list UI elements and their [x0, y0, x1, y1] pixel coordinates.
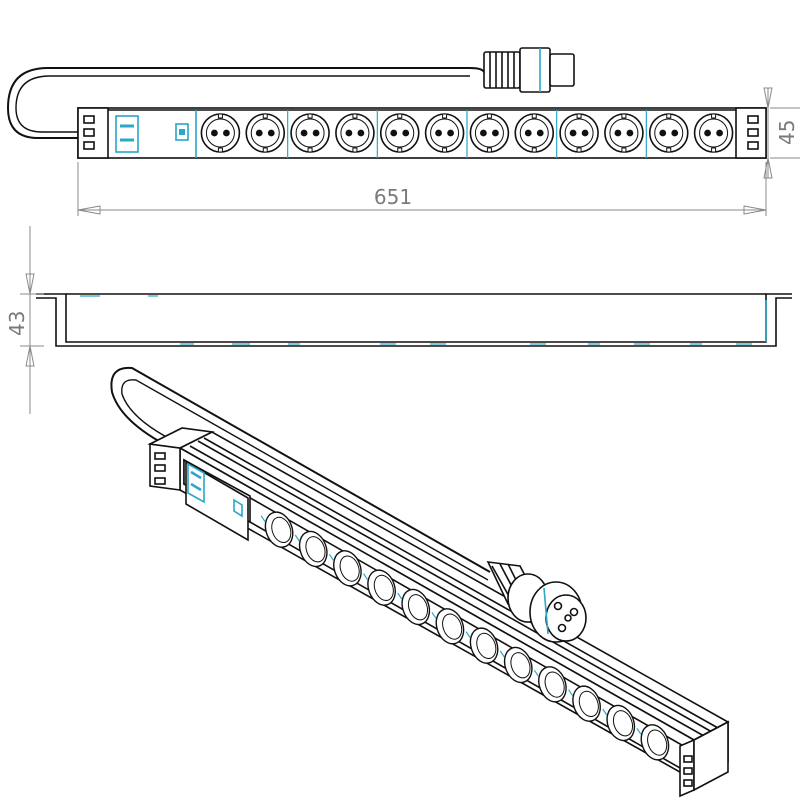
schuko-socket-icon: [376, 110, 420, 158]
schuko-socket-icon-iso: [499, 646, 533, 684]
schuko-socket-icon: [693, 113, 734, 153]
depth-dimension-label: 43: [5, 311, 29, 336]
schuko-socket-icon-iso: [294, 530, 328, 568]
schuko-socket-icon: [604, 113, 644, 153]
mounting-holes-right-iso: [683, 755, 693, 787]
breaker-switch-icon-iso: [187, 462, 205, 504]
schuko-socket-icon: [335, 113, 375, 153]
mounting-holes-left: [83, 115, 95, 150]
schuko-socket-icon-iso: [465, 627, 499, 664]
cee-plug-icon: [483, 47, 575, 93]
schuko-socket-icon-iso: [533, 666, 567, 703]
power-indicator-icon-iso: [233, 498, 243, 518]
schuko-socket-icon: [424, 113, 465, 153]
schuko-socket-icon: [466, 110, 510, 158]
schuko-socket-icon: [514, 113, 555, 153]
mounting-holes-left-iso: [154, 452, 166, 485]
dimension-depth: [20, 226, 44, 414]
power-indicator-icon: [175, 123, 189, 141]
power-cable: [6, 67, 485, 139]
schuko-socket-icon-iso: [363, 569, 396, 606]
schuko-socket-icon-iso: [568, 685, 601, 722]
top-view: [36, 293, 792, 347]
width-dimension-label: 651: [374, 185, 412, 209]
schuko-socket-icon-iso: [328, 550, 362, 587]
schuko-socket-icon: [200, 113, 241, 153]
schuko-socket-icon-iso: [602, 704, 636, 742]
schuko-socket-icon: [645, 110, 689, 158]
power-cable-iso: [110, 366, 491, 573]
front-view: [6, 47, 767, 159]
schuko-socket-icon: [556, 110, 599, 158]
dimension-width: [77, 162, 767, 216]
height-dimension-label: 45: [775, 120, 799, 145]
breaker-switch-icon: [115, 115, 139, 153]
schuko-socket-icon-iso: [431, 608, 465, 645]
schuko-socket-icon-iso: [397, 588, 431, 626]
isometric-view: [110, 366, 730, 798]
schuko-socket-icon-iso: [636, 724, 670, 761]
cee-plug-icon-iso: [486, 561, 587, 643]
schuko-socket-icon-iso: [260, 511, 294, 548]
schuko-socket-icon: [245, 113, 286, 153]
mounting-holes-right: [747, 115, 759, 150]
schuko-socket-icon: [287, 110, 330, 158]
